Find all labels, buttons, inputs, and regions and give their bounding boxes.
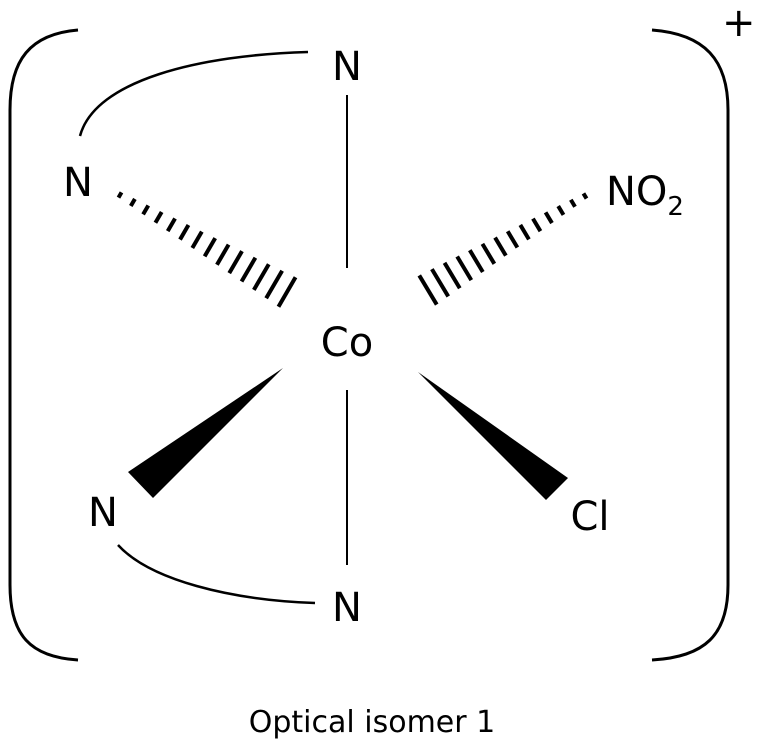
upper-left-n-label: N: [63, 160, 93, 206]
wedge-bond-co-lower-left-n: [128, 368, 283, 498]
hash-line: [215, 243, 231, 266]
right-bracket: [651, 28, 730, 662]
hash-line: [190, 230, 204, 249]
hash-line: [264, 269, 284, 300]
chloride-label: Cl: [570, 494, 609, 540]
hash-line: [153, 210, 164, 224]
hash-line: [556, 205, 566, 216]
hash-line: [442, 261, 462, 290]
hashed-bond-co-nitro: [417, 192, 589, 306]
left-bracket: [8, 28, 79, 662]
hash-line: [202, 237, 217, 258]
hash-line: [581, 192, 589, 200]
hash-line: [455, 255, 474, 282]
nitro-label: NO2: [606, 169, 684, 222]
lower-left-n-label: N: [88, 490, 118, 536]
hash-line: [569, 198, 577, 208]
hash-line: [430, 268, 450, 298]
hash-line: [493, 236, 508, 257]
hashed-bond-co-upper-left-n: [116, 191, 298, 308]
hash-line: [141, 204, 151, 216]
wedge-bond-co-cl: [418, 372, 568, 500]
hash-line: [165, 217, 177, 233]
hash-line: [417, 274, 439, 306]
top-n-label: N: [332, 44, 362, 90]
hash-line: [239, 256, 258, 283]
hash-line: [468, 249, 485, 273]
chelate-arc-lower: [117, 544, 316, 605]
hash-line: [480, 242, 497, 265]
hash-line: [276, 276, 298, 308]
hash-line: [505, 230, 520, 249]
hash-line: [116, 191, 124, 199]
chelate-arc-upper: [78, 50, 309, 137]
hash-line: [178, 224, 191, 241]
hash-line: [531, 217, 543, 233]
charge-label: +: [722, 0, 756, 46]
bottom-n-label: N: [332, 585, 362, 631]
caption: Optical isomer 1: [249, 705, 495, 740]
hash-line: [543, 211, 554, 225]
hash-line: [227, 250, 244, 275]
hash-line: [518, 223, 531, 241]
cobalt-label: Co: [321, 320, 373, 366]
hash-line: [129, 197, 137, 207]
hash-line: [252, 263, 271, 291]
